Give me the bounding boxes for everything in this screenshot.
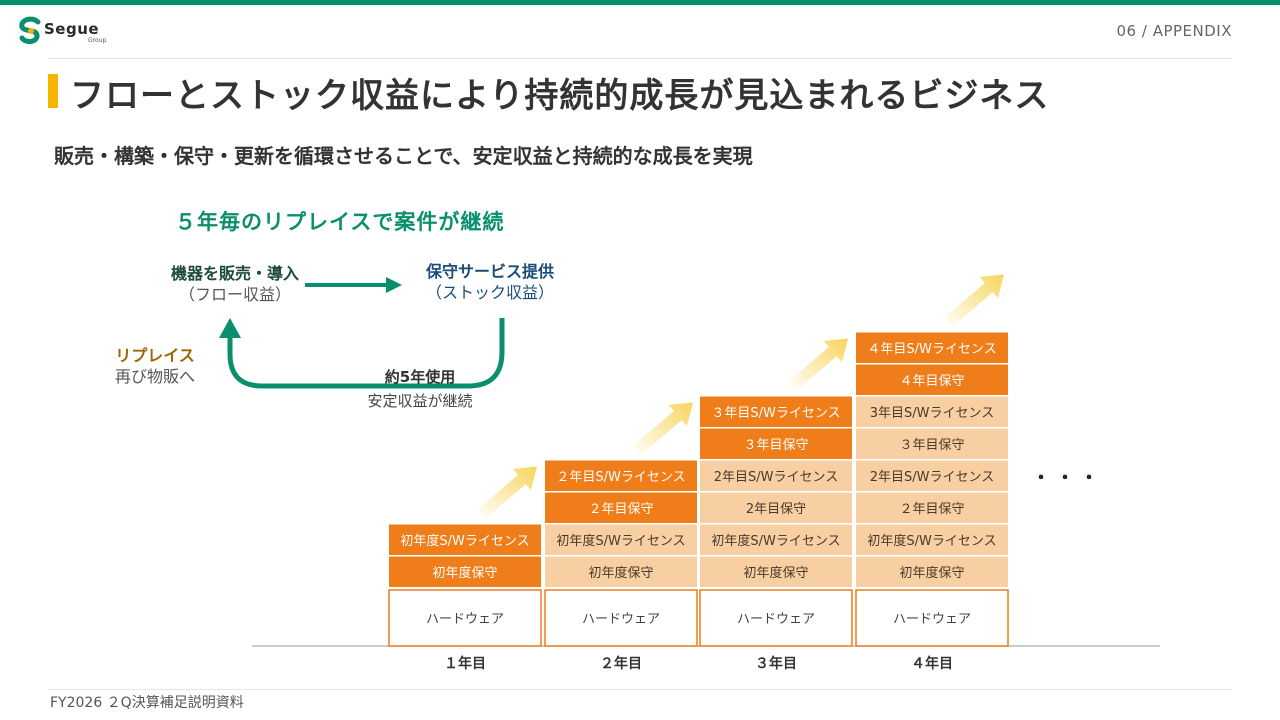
stock-title: 保守サービス提供 [425,262,554,281]
revenue-block [700,460,852,491]
revenue-block [856,396,1008,427]
block-label: ３年目S/Wライセンス [711,406,840,421]
revenue-block [700,556,852,587]
segue-logo-icon [19,16,41,45]
hardware-block [699,589,853,647]
block-label: 2年目S/Wライセンス [870,470,995,485]
revenue-block [856,428,1008,459]
revenue-block [856,524,1008,555]
revenue-block [389,556,541,587]
block-label: 初年度保守 [743,565,808,581]
block-label: ３年目保守 [899,438,964,453]
year-label: ３年目 [755,655,797,672]
block-label: 3年目S/Wライセンス [870,406,995,421]
block-label: ３年目保守 [743,438,808,453]
block-label: 初年度S/Wライセンス [556,533,685,549]
year-label: １年目 [444,655,486,672]
flow-to-stock-arrow [305,277,402,293]
flow-subtitle: （フロー収益） [178,285,291,304]
growth-arrow-icon [788,338,848,392]
replace-label: リプレイス 再び物販へ [100,345,210,387]
block-label: ２年目S/Wライセンス [556,470,685,485]
flow-title: 機器を販売・導入 [170,264,299,283]
revenue-block [856,364,1008,395]
revenue-block [700,396,852,427]
page-tag: 06 / APPENDIX [1116,22,1232,40]
block-label: ４年目S/Wライセンス [867,342,996,357]
company-logo: Segue Group [18,16,108,52]
revenue-block [856,556,1008,587]
revenue-block [389,524,541,555]
block-label: 2年目S/Wライセンス [714,470,839,485]
hardware-block [855,589,1009,647]
replace-title: リプレイス [115,346,195,365]
stock-revenue-label: 保守サービス提供 （ストック収益） [395,261,585,303]
stock-subtitle: （ストック収益） [425,283,554,302]
year-label: ４年目 [911,655,953,672]
top-accent-bar [0,0,1280,5]
usage-label: 約5年使用 安定収益が継続 [340,365,500,413]
block-label: ２年目保守 [588,502,653,517]
continuation-dots: ・・・ [1032,468,1104,489]
footer-divider [48,689,1232,690]
header-divider [48,58,1232,59]
block-label: ハードウェア [426,612,504,627]
revenue-block [700,524,852,555]
block-label: ハードウェア [737,612,815,627]
page-subtitle: 販売・構築・保守・更新を循環させることで、安定収益と持続的な成長を実現 [54,144,753,168]
page-title: フローとストック収益により持続的成長が見込まれるビジネス [70,76,1050,116]
replace-loop-arrow [219,318,505,389]
block-label: 初年度保守 [899,565,964,581]
growth-arrow-icon [633,402,693,456]
revenue-block [545,492,697,523]
logo-wordmark: Segue [44,20,100,38]
block-label: ４年目保守 [899,374,964,389]
block-label: 初年度保守 [588,565,653,581]
revenue-block [545,460,697,491]
revenue-block [545,556,697,587]
revenue-block [545,524,697,555]
growth-arrow-icon [477,466,537,520]
flow-revenue-label: 機器を販売・導入 （フロー収益） [150,263,320,305]
revenue-block [856,460,1008,491]
block-label: ２年目保守 [899,502,964,517]
growth-arrow-icon [944,274,1004,328]
usage-subtitle: 安定収益が継続 [367,392,473,410]
revenue-block [856,492,1008,523]
title-accent-bar [48,74,58,108]
block-label: 初年度S/Wライセンス [867,533,996,549]
replace-subtitle: 再び物販へ [114,367,195,386]
block-label: ハードウェア [582,612,660,627]
revenue-block [700,428,852,459]
block-label: 初年度保守 [432,565,497,581]
revenue-block [700,492,852,523]
block-label: 2年目保守 [746,502,806,517]
revenue-block [856,332,1008,363]
block-label: 初年度S/Wライセンス [711,533,840,549]
footer-text: FY2026 ２Q決算補足説明資料 [50,695,244,711]
cycle-heading: ５年毎のリプレイスで案件が継続 [175,210,505,234]
hardware-block [388,589,542,647]
block-label: 初年度S/Wライセンス [400,533,529,549]
usage-title: 約5年使用 [384,368,456,386]
block-label: ハードウェア [893,612,971,627]
year-label: ２年目 [600,655,642,672]
hardware-block [544,589,698,647]
logo-subtext: Group [88,37,107,44]
